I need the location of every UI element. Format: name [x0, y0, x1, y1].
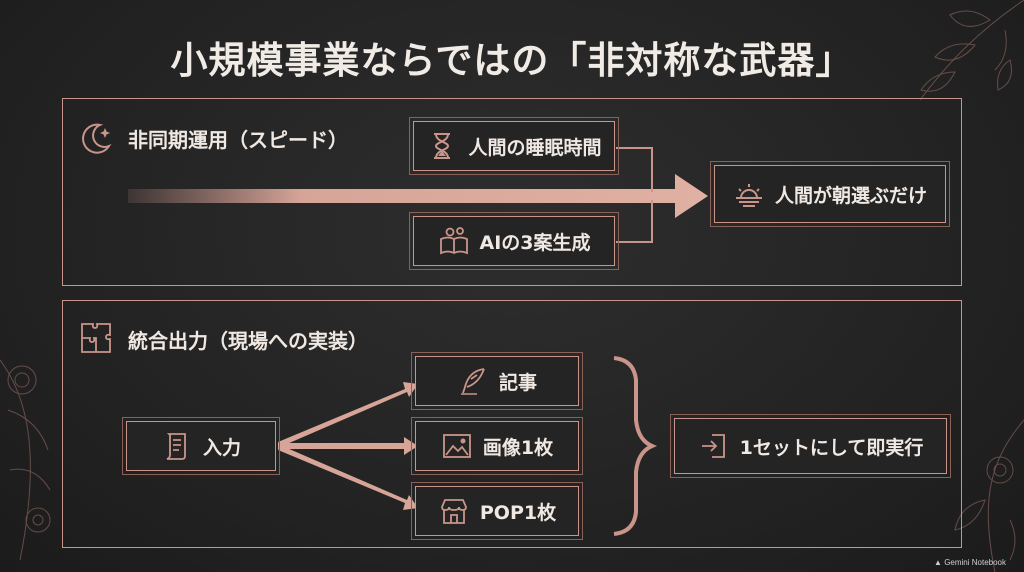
arrow-to-pop: [278, 445, 418, 510]
human-choose-box: 人間が朝選ぶだけ: [710, 161, 950, 227]
input-label: 入力: [202, 436, 241, 459]
image-box: 画像1枚: [411, 417, 583, 475]
ai-connector: [616, 200, 653, 243]
async-operation-panel: [62, 98, 962, 286]
main-flow-arrow: [128, 174, 708, 218]
page-title: 小規模事業ならではの「非対称な武器」: [170, 38, 854, 82]
input-box: 入力: [122, 417, 280, 475]
integrated-output-panel: [62, 300, 962, 548]
article-label: 記事: [498, 371, 537, 394]
sleep-connector: [616, 147, 653, 192]
puzzle-icon: [81, 323, 111, 353]
enter-arrow-icon: [701, 434, 725, 458]
execute-set-box: 1セットにして即実行: [670, 414, 951, 478]
moon-icon: [82, 123, 112, 154]
group-brace: [613, 356, 658, 536]
arrow-to-article: [278, 382, 418, 447]
scroll-document-icon: [166, 433, 186, 460]
sleep-time-label: 人間の睡眠時間: [468, 136, 602, 159]
sunrise-icon: [735, 184, 762, 207]
quill-pen-icon: [460, 368, 485, 395]
image-icon: [442, 434, 471, 458]
output-section-heading: 統合出力（現場への実装）: [128, 329, 368, 353]
human-choose-label: 人間が朝選ぶだけ: [774, 184, 927, 207]
book-gear-icon: [439, 227, 468, 255]
article-box: 記事: [411, 352, 583, 410]
ai-generation-box: AIの3案生成: [409, 212, 619, 270]
storefront-icon: [440, 499, 467, 524]
image-label: 画像1枚: [482, 436, 554, 459]
pop-label: POP1枚: [479, 501, 557, 524]
pop-box: POP1枚: [411, 482, 583, 540]
ai-generation-label: AIの3案生成: [479, 231, 591, 254]
arrow-to-image: [278, 437, 418, 455]
async-section-heading: 非同期運用（スピード）: [128, 128, 348, 152]
sleep-time-box: 人間の睡眠時間: [409, 117, 619, 175]
hourglass-icon: [434, 133, 451, 159]
brand-label: ▲ Gemini Notebook: [934, 558, 1006, 567]
execute-set-label: 1セットにして即実行: [739, 436, 924, 459]
